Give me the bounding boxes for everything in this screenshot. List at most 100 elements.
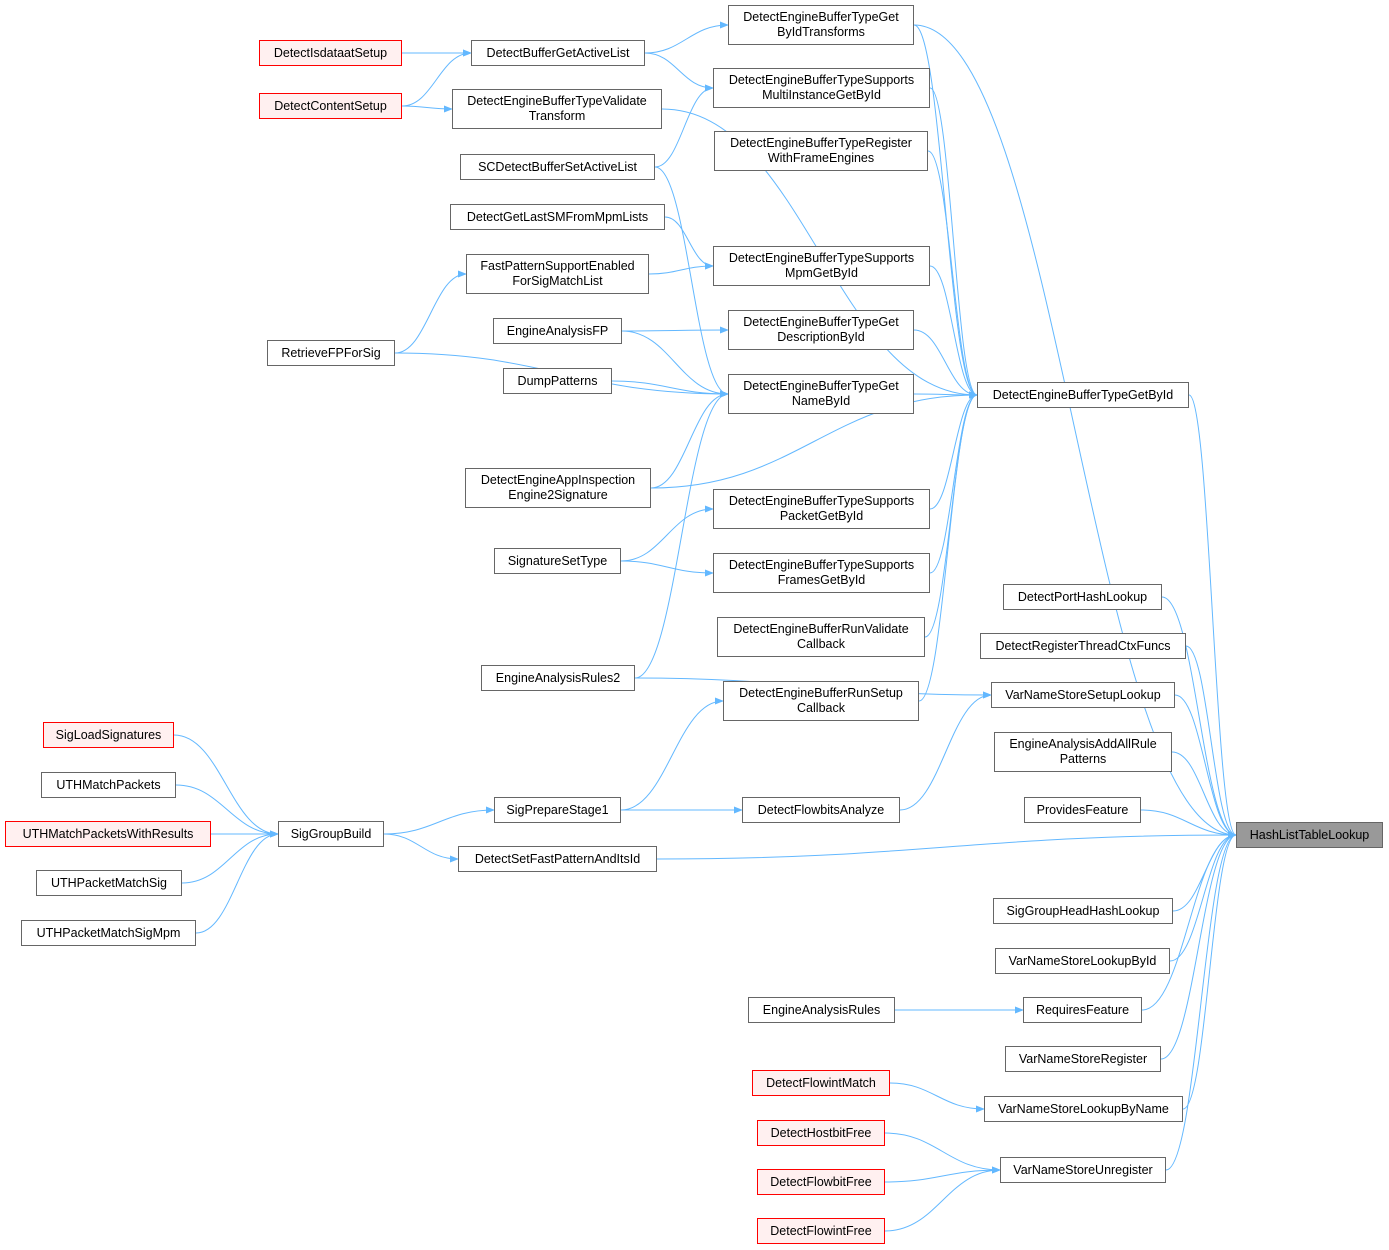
node-sig-group-build[interactable]: SigGroupBuild [278,821,384,847]
node-label-line: VarNameStoreLookupByName [998,1101,1169,1116]
node-uth-match-packets-with-results[interactable]: UTHMatchPacketsWithResults [5,821,211,847]
node-detect-hostbit-free[interactable]: DetectHostbitFree [757,1120,885,1146]
node-engine-analysis-fp[interactable]: EngineAnalysisFP [493,318,622,344]
node-retrieve-fp-for-sig[interactable]: RetrieveFPForSig [267,340,395,366]
node-label-line: Callback [797,701,845,715]
node-detect-register-thread-ctx-funcs[interactable]: DetectRegisterThreadCtxFuncs [980,633,1186,659]
edge-activelist-to-multiinst [644,52,714,92]
node-sc-detect-buffer-set-active-list[interactable]: SCDetectBufferSetActiveList [460,154,655,180]
edge-mpmget-to-dgetbyid [929,265,978,399]
edge-earules2-to-nameget [634,390,729,679]
node-var-name-store-lookup-by-id[interactable]: VarNameStoreLookupById [995,948,1170,974]
edge-eaallrule-to-hltl [1171,751,1237,839]
node-var-name-store-register[interactable]: VarNameStoreRegister [1005,1046,1161,1072]
node-detect-content-setup[interactable]: DetectContentSetup [259,93,402,119]
edge-vnlookname-to-hltl [1182,831,1237,1110]
edge-hostbitfree-to-vnunreg [884,1132,1001,1174]
node-label-line: DetectEngineAppInspection [480,473,636,487]
node-label-line: DetectSetFastPatternAndItsId [474,851,641,866]
node-sig-group-head-hash-lookup[interactable]: SigGroupHeadHashLookup [993,898,1173,924]
node-detect-flowbits-analyze[interactable]: DetectFlowbitsAnalyze [742,797,900,823]
node-detect-set-fast-pattern-and-its-id[interactable]: DetectSetFastPatternAndItsId [458,846,657,872]
node-requires-feature[interactable]: RequiresFeature [1023,997,1142,1023]
edge-activelist-to-idtrans [644,21,729,54]
edge-eafp-to-nameget [621,330,729,398]
node-uth-packet-match-sig[interactable]: UTHPacketMatchSig [36,870,182,896]
edge-uthpms-to-sgbuild [181,830,279,884]
node-detect-flowint-match[interactable]: DetectFlowintMatch [752,1070,890,1096]
edge-runsetup-to-dgetbyid [918,391,978,702]
edge-requires-to-hltl [1141,831,1237,1011]
node-label-line: DetectEngineBufferTypeRegister [730,136,912,150]
node-label-line: FastPatternSupportEnabled [480,259,635,273]
edge-dgetbyid-to-hltl [1188,394,1237,839]
node-label-line: EngineAnalysisRules [762,1002,881,1017]
node-uth-match-packets[interactable]: UTHMatchPackets [41,772,176,798]
node-engine-analysis-rules2[interactable]: EngineAnalysisRules2 [481,665,635,691]
edge-sigload-to-sgbuild [173,734,279,838]
edge-multiinst-to-dgetbyid [929,87,978,399]
node-detect-port-hash-lookup[interactable]: DetectPortHashLookup [1003,584,1162,610]
node-uth-packet-match-sig-mpm[interactable]: UTHPacketMatchSigMpm [21,920,196,946]
node-label-line: SigGroupBuild [290,826,372,841]
node-label-line: DetectEngineBufferTypeGetById [992,387,1174,402]
edge-flowbitfree-to-vnunreg [884,1166,1001,1183]
edge-eafp-to-descget [621,326,729,334]
edge-sigset-to-pktget [620,505,714,562]
node-detect-engine-buffer-type-get-by-id[interactable]: DetectEngineBufferTypeGetById [977,382,1189,408]
edge-fpsupp-to-mpmget [648,262,714,275]
edge-scset-to-nameget [654,166,729,398]
node-label-line: ByIdTransforms [777,25,865,39]
node-label-line: DetectEngineBufferTypeGet [743,10,899,24]
node-var-name-store-lookup-by-name[interactable]: VarNameStoreLookupByName [984,1096,1183,1122]
node-detect-flowint-free[interactable]: DetectFlowintFree [757,1218,885,1244]
node-dump-patterns[interactable]: DumpPatterns [503,368,612,394]
node-detect-isdataat-setup[interactable]: DetectIsdataatSetup [259,40,402,66]
edge-flowintfree-to-vnunreg [884,1166,1001,1232]
node-sig-load-signatures[interactable]: SigLoadSignatures [43,722,174,748]
node-provides-feature[interactable]: ProvidesFeature [1024,797,1141,823]
node-label-line: DetectRegisterThreadCtxFuncs [995,638,1171,653]
node-var-name-store-setup-lookup[interactable]: VarNameStoreSetupLookup [991,682,1175,708]
edge-sigset-to-frmget [620,560,714,577]
node-label-line: SignatureSetType [507,553,608,568]
edge-retrfp-to-fpsupp [394,270,467,354]
node-label-line: DetectIsdataatSetup [273,45,388,60]
node-label-line: ForSigMatchList [512,274,603,288]
node-label-line: DetectEngineBufferTypeSupports [728,251,915,265]
node-label-line: UTHMatchPackets [56,777,161,792]
node-sig-prepare-stage1[interactable]: SigPrepareStage1 [494,797,621,823]
edge-pktget-to-dgetbyid [929,391,978,510]
edge-uthmatch-to-sgbuild [175,784,279,838]
node-hash-list-table-lookup[interactable]: HashListTableLookup [1236,822,1383,848]
node-engine-analysis-rules[interactable]: EngineAnalysisRules [748,997,895,1023]
node-label-line: DetectEngineBufferTypeSupports [728,558,915,572]
node-label-line: SigGroupHeadHashLookup [1006,903,1160,918]
node-label-line: SCDetectBufferSetActiveList [478,159,637,174]
node-detect-buffer-get-active-list[interactable]: DetectBufferGetActiveList [471,40,645,66]
node-signature-set-type[interactable]: SignatureSetType [494,548,621,574]
edge-appinsp-to-nameget [650,390,729,489]
edge-vnsetup-to-hltl [1174,694,1237,839]
edge-lastsm-to-mpmget [664,216,714,270]
node-label-line: DetectEngineBufferTypeValidate [467,94,647,108]
node-label-line: DetectPortHashLookup [1017,589,1148,604]
node-detect-get-last-sm-from-mpm-lists[interactable]: DetectGetLastSMFromMpmLists [450,204,665,230]
node-var-name-store-unregister[interactable]: VarNameStoreUnregister [1000,1157,1166,1183]
edge-uthpmsm-to-sgbuild [195,830,279,934]
node-detect-flowbit-free[interactable]: DetectFlowbitFree [757,1169,885,1195]
